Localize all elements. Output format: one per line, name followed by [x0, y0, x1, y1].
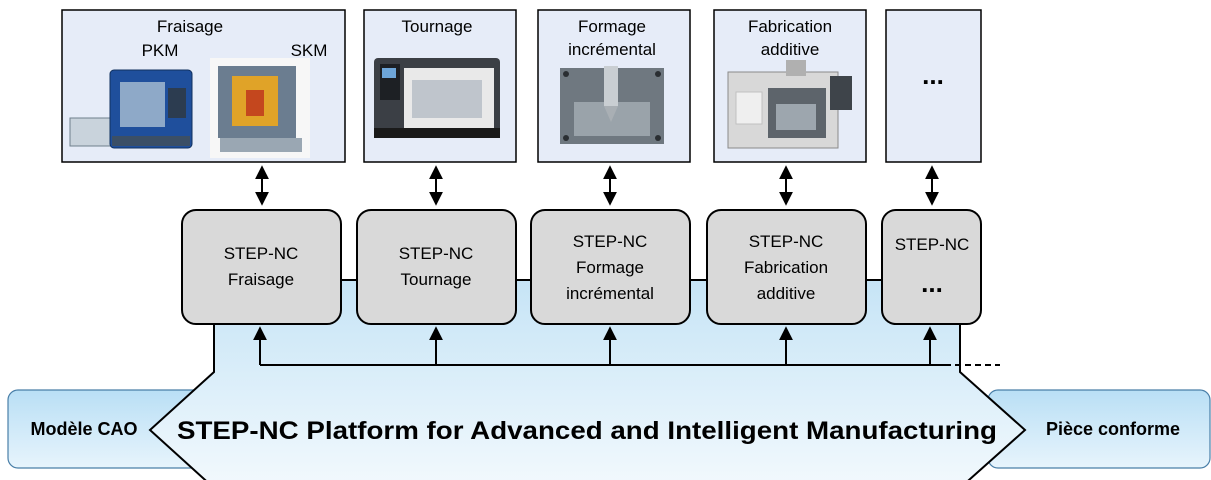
machine-title-fabrication-1: Fabrication	[748, 17, 832, 36]
machine-sublabel-pkm: PKM	[142, 41, 179, 60]
lathe-machine-photo	[374, 58, 500, 138]
module-label-tournage-1: STEP-NC	[399, 244, 474, 263]
machine-title-formage-1: Formage	[578, 17, 646, 36]
machine-title-more: ...	[922, 60, 944, 90]
module-label-fabrication-1: STEP-NC	[749, 232, 824, 251]
module-box-more	[881, 209, 982, 325]
module-box-fraisage	[181, 209, 342, 325]
machine-title-tournage: Tournage	[402, 17, 473, 36]
module-label-more-2: ...	[921, 268, 943, 298]
machine-box-more	[885, 9, 982, 163]
module-label-fabrication-3: additive	[757, 284, 816, 303]
module-label-tournage-2: Tournage	[401, 270, 472, 289]
machine-title-fraisage: Fraisage	[157, 17, 223, 36]
machine-title-formage-2: incrémental	[568, 40, 656, 59]
platform-title: STEP-NC Platform for Advanced and Intell…	[177, 417, 997, 445]
module-label-fraisage-2: Fraisage	[228, 270, 294, 289]
module-label-formage-3: incrémental	[566, 284, 654, 303]
output-label: Pièce conforme	[1046, 419, 1180, 439]
module-box-fabrication	[706, 209, 867, 325]
module-label-fabrication-2: Fabrication	[744, 258, 828, 277]
skm-milling-machine-photo	[210, 58, 310, 158]
input-label: Modèle CAO	[30, 419, 137, 439]
module-label-formage-2: Formage	[576, 258, 644, 277]
module-label-more-1: STEP-NC	[895, 235, 970, 254]
module-box-formage	[530, 209, 691, 325]
machine-title-fabrication-2: additive	[761, 40, 820, 59]
module-label-fraisage-1: STEP-NC	[224, 244, 299, 263]
additive-manufacturing-machine-photo	[727, 60, 852, 149]
pkm-milling-machine-photo	[69, 69, 193, 149]
incremental-forming-tool-photo	[560, 66, 664, 144]
module-box-tournage	[356, 209, 517, 325]
module-label-formage-1: STEP-NC	[573, 232, 648, 251]
machine-sublabel-skm: SKM	[291, 41, 328, 60]
